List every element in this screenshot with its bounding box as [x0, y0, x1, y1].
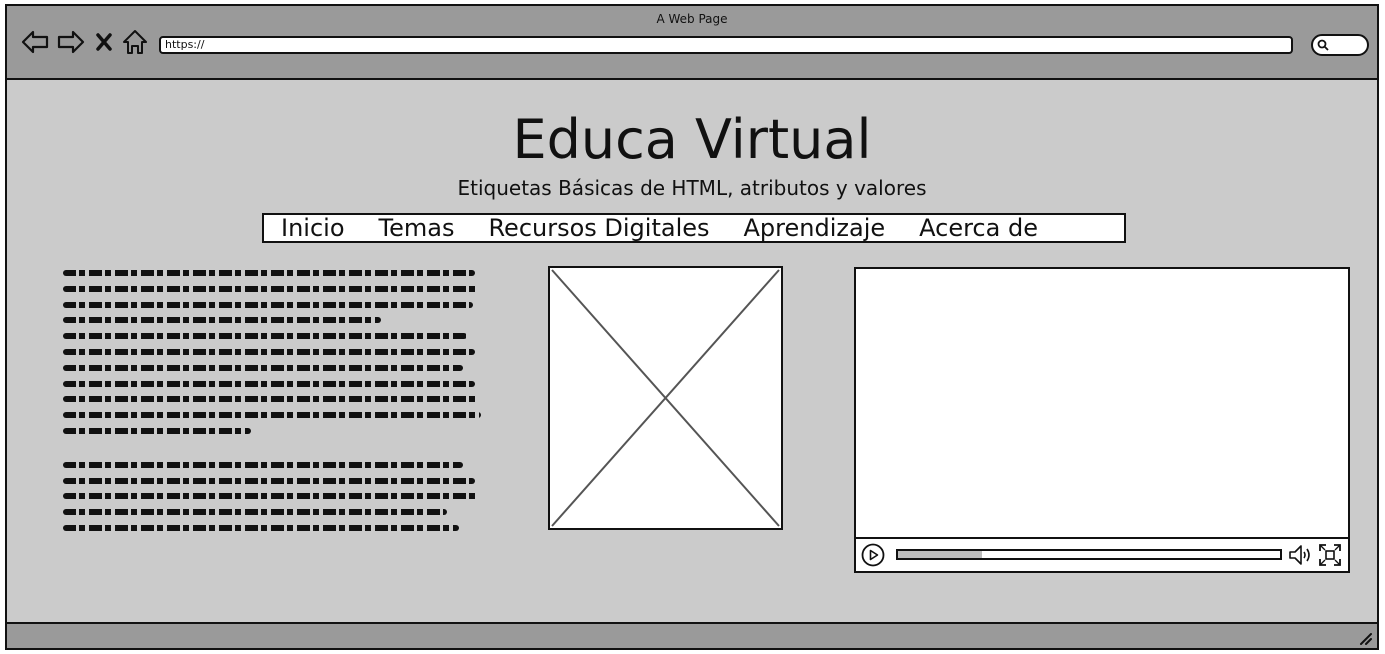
window-title: A Web Page — [656, 12, 728, 26]
text-line — [63, 524, 459, 531]
placeholder-text-block — [63, 270, 493, 541]
text-line — [63, 301, 473, 308]
nav-item-recursos-digitales[interactable]: Recursos Digitales — [488, 214, 710, 242]
image-placeholder — [548, 266, 783, 530]
fullscreen-icon[interactable] — [1318, 543, 1342, 567]
video-controls — [856, 537, 1348, 571]
site-title: Educa Virtual — [512, 108, 872, 171]
play-icon[interactable] — [861, 543, 885, 567]
nav-item-temas[interactable]: Temas — [378, 214, 455, 242]
resize-grip-icon[interactable] — [1357, 630, 1373, 646]
text-line — [63, 348, 475, 355]
page-content: Educa Virtual Etiquetas Básicas de HTML,… — [7, 80, 1377, 626]
volume-icon[interactable] — [1288, 543, 1314, 567]
text-line — [63, 380, 475, 387]
text-line — [63, 270, 475, 276]
nav-item-inicio[interactable]: Inicio — [281, 214, 345, 242]
forward-icon[interactable] — [57, 28, 85, 56]
close-icon[interactable] — [93, 28, 115, 56]
main-navbar: Inicio Temas Recursos Digitales Aprendiz… — [262, 213, 1126, 243]
home-icon[interactable] — [121, 28, 149, 56]
text-line — [63, 317, 381, 324]
nav-item-acerca-de[interactable]: Acerca de — [919, 214, 1038, 242]
text-line — [63, 333, 467, 340]
back-icon[interactable] — [21, 28, 49, 56]
text-line — [63, 427, 251, 434]
address-bar[interactable]: https:// — [159, 36, 1293, 54]
browser-titlebar: A Web Page https:// — [7, 6, 1377, 80]
nav-item-aprendizaje[interactable]: Aprendizaje — [743, 214, 886, 242]
text-line — [63, 364, 463, 371]
search-box[interactable] — [1311, 34, 1369, 56]
video-player[interactable] — [854, 267, 1350, 573]
text-line — [63, 493, 479, 500]
search-icon — [1317, 39, 1329, 51]
text-line — [63, 285, 479, 292]
browser-window: A Web Page https:// Educa Virtual Etique… — [5, 4, 1379, 650]
text-line — [63, 509, 447, 516]
site-subtitle: Etiquetas Básicas de HTML, atributos y v… — [457, 176, 927, 200]
text-line — [63, 396, 479, 403]
video-progress-fill — [898, 551, 983, 558]
text-line — [63, 461, 463, 468]
text-line — [63, 412, 481, 419]
browser-statusbar — [7, 622, 1377, 648]
text-line — [63, 477, 475, 484]
video-progress-bar[interactable] — [896, 549, 1282, 560]
